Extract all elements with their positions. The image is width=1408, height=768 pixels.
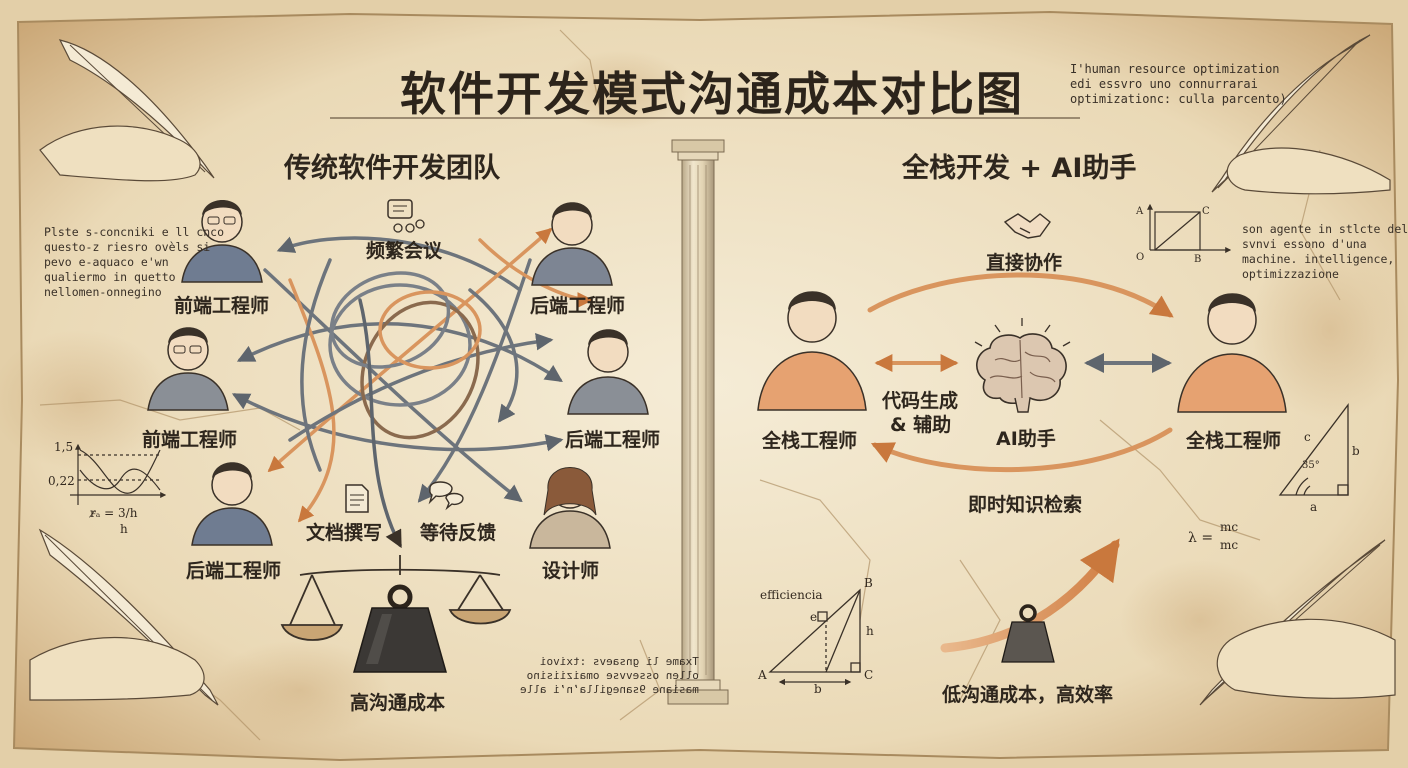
- role-designer: 设计师: [542, 556, 599, 583]
- right-result-label: 低沟通成本，高效率: [942, 680, 1113, 707]
- role-frontend-mid: 前端工程师: [142, 425, 237, 452]
- lambda-formula-lhs: λ =: [1188, 530, 1213, 546]
- fullstack-right-label: 全栈工程师: [1186, 426, 1281, 453]
- tri-label-A: A: [758, 668, 767, 682]
- flow-direct-collaboration: 直接协作: [986, 248, 1062, 275]
- sq-label-A: A: [1136, 206, 1143, 217]
- flow-codegen-line2: & 辅助: [890, 410, 951, 437]
- left-panel-heading: 传统软件开发团队: [284, 146, 500, 185]
- fullstack-left-label: 全栈工程师: [762, 426, 857, 453]
- role-backend-mid: 后端工程师: [565, 425, 660, 452]
- graph-formula-den: h: [120, 522, 128, 536]
- ai-assistant-label: AI助手: [996, 424, 1056, 451]
- mirrored-note: Txame li gnsaevs :txivoi ollen ossevvse …: [520, 655, 699, 697]
- tri-label-b: b: [814, 682, 822, 696]
- efficiency-label: efficiencia: [760, 588, 823, 602]
- graph-y-high: 1,5: [54, 440, 73, 454]
- left-side-note: Plste s-concniki e ll cnco questo-z ries…: [44, 225, 224, 300]
- flow-codegen-line1: 代码生成: [882, 386, 958, 413]
- document-icon: [346, 485, 368, 512]
- lambda-formula-den: mc: [1220, 538, 1238, 552]
- flow-knowledge-retrieval: 即时知识检索: [968, 490, 1082, 517]
- page-title: 软件开发模式沟通成本对比图: [400, 58, 1024, 124]
- sq-label-O: O: [1136, 252, 1144, 263]
- graph-formula: r̵̷ₐ = 3/h: [90, 506, 137, 520]
- rt-label-c: c: [1304, 430, 1311, 444]
- right-side-note: son agente in stlcte del svnvi essono d'…: [1242, 222, 1408, 282]
- graph-y-low: 0,22: [48, 474, 75, 488]
- role-backend-bottom: 后端工程师: [186, 556, 281, 583]
- activity-waiting-feedback: 等待反馈: [420, 518, 496, 545]
- tri-label-e: e: [810, 610, 817, 624]
- role-frontend-top: 前端工程师: [174, 291, 269, 318]
- sq-label-C: C: [1202, 206, 1210, 217]
- lambda-formula-num: mc: [1220, 520, 1238, 534]
- tri-label-h: h: [866, 624, 874, 638]
- activity-meetings: 频繁会议: [366, 236, 442, 263]
- sq-label-B: B: [1194, 254, 1201, 265]
- left-result-label: 高沟通成本: [350, 688, 445, 715]
- tri-label-C: C: [864, 668, 873, 682]
- role-backend-top: 后端工程师: [530, 291, 625, 318]
- top-right-note: I'human resource optimization edi essvro…: [1070, 62, 1287, 107]
- rt-label-b: b: [1352, 444, 1360, 458]
- tri-label-B: B: [864, 576, 873, 590]
- rt-label-angle: 35°: [1302, 460, 1320, 471]
- right-panel-heading: 全栈开发 + AI助手: [902, 146, 1136, 185]
- rt-label-a: a: [1310, 500, 1317, 514]
- activity-documentation: 文档撰写: [306, 518, 382, 545]
